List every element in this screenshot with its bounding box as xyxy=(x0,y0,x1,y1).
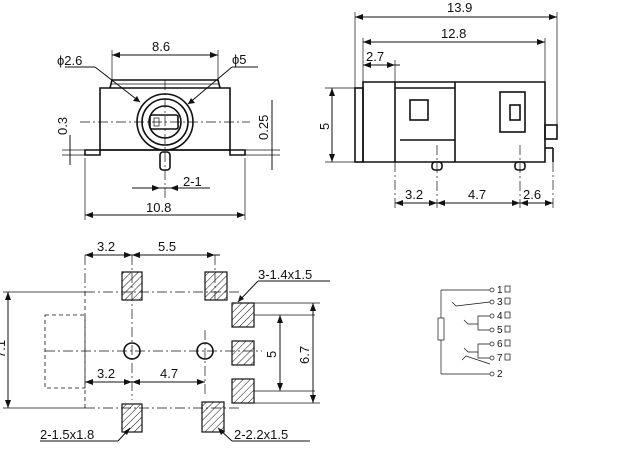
pad-top-right xyxy=(204,271,228,301)
pad-bottom-left xyxy=(121,403,143,433)
pads-right-label: 3-1.4x1.5 xyxy=(258,267,312,282)
phi-large-label: ϕ5 xyxy=(232,52,247,67)
side-view: 13.9 12.8 2.7 5 3.2 4.7 2.6 xyxy=(317,0,558,208)
side-contact xyxy=(509,104,521,121)
pad-right-3 xyxy=(231,378,255,404)
pin-label-6: 6 xyxy=(497,339,503,350)
side-window-right xyxy=(499,91,526,133)
height-inner-label: 5 xyxy=(264,351,279,358)
width-bottom-label: 10.8 xyxy=(146,200,171,215)
pin-label-5: 5 xyxy=(497,325,503,336)
pin-label-3: 3 xyxy=(497,297,503,308)
pads-bottom-left-label: 2-1.5x1.8 xyxy=(40,427,94,442)
left-height-label: 7.1 xyxy=(0,340,8,358)
right-offset-label: 0.25 xyxy=(256,115,271,140)
schematic-sleeve xyxy=(437,317,445,341)
pin-label-1: 1 xyxy=(497,285,503,296)
front-left-tab xyxy=(84,149,101,156)
front-right-tab xyxy=(229,149,246,156)
side-flange xyxy=(354,87,364,163)
width-top-label: 8.6 xyxy=(152,39,170,54)
top-b-label: 5.5 xyxy=(158,239,176,254)
pad-right-2 xyxy=(231,340,255,366)
flange-label: 2.7 xyxy=(366,49,384,64)
height-label: 5 xyxy=(317,123,332,130)
left-offset-label: 0.3 xyxy=(55,117,70,135)
footprint-view: 3.2 5.5 3-1.4x1.5 5 6.7 7.1 3.2 4.7 xyxy=(0,239,330,442)
pin-b-label: 4.7 xyxy=(468,187,486,202)
body-length-label: 12.8 xyxy=(441,26,466,41)
side-end-tab xyxy=(544,124,558,140)
pad-bottom-right xyxy=(201,401,225,433)
height-outer-label: 6.7 xyxy=(297,346,312,364)
pin-label-7: 7 xyxy=(497,353,503,364)
phi-small-label: ϕ2.6 xyxy=(57,53,82,68)
pad-right-1 xyxy=(231,302,255,328)
pin-a-label: 3.2 xyxy=(405,187,423,202)
side-body xyxy=(362,81,546,163)
schematic-switch-3 xyxy=(451,301,491,307)
pin-label-2: 2 xyxy=(497,369,503,380)
hole-a-label: 3.2 xyxy=(97,366,115,381)
pin-pitch-label: 2-1 xyxy=(183,174,202,189)
front-view: ϕ2.6 ϕ5 8.6 0.3 0.25 2-1 10.8 xyxy=(55,39,280,220)
pin-c-label: 2.6 xyxy=(523,187,541,202)
side-window-left xyxy=(409,99,429,121)
pin-label-4: 4 xyxy=(497,311,503,322)
hole-b-label: 4.7 xyxy=(160,366,178,381)
pads-bottom-right-label: 2-2.2x1.5 xyxy=(234,427,288,442)
footprint-socket-outline xyxy=(44,314,86,389)
total-length-label: 13.9 xyxy=(447,0,472,15)
top-a-label: 3.2 xyxy=(97,239,115,254)
schematic-switch-4 xyxy=(463,315,490,325)
schematic-switch-7 xyxy=(461,355,491,365)
pin-schematic: 1 3 4 5 6 7 2 xyxy=(437,285,511,380)
schematic-switch-6 xyxy=(463,343,490,353)
